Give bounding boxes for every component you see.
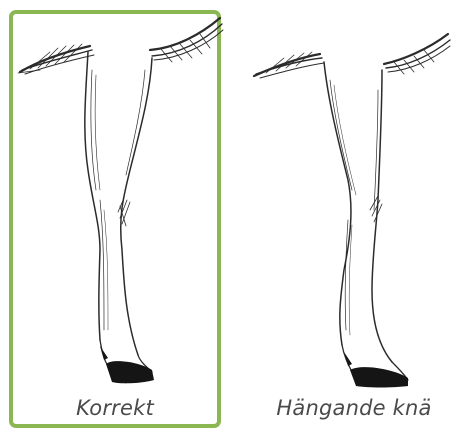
panel-correct: Korrekt <box>0 0 232 439</box>
hoof-icon <box>106 361 154 383</box>
hanging-knee-leg-drawing <box>232 0 452 400</box>
caption-correct: Korrekt <box>20 396 210 420</box>
correct-leg-drawing <box>0 0 232 400</box>
panel-hanging-knee: Hängande knä <box>232 0 452 439</box>
caption-hanging-knee: Hängande knä <box>262 396 446 420</box>
